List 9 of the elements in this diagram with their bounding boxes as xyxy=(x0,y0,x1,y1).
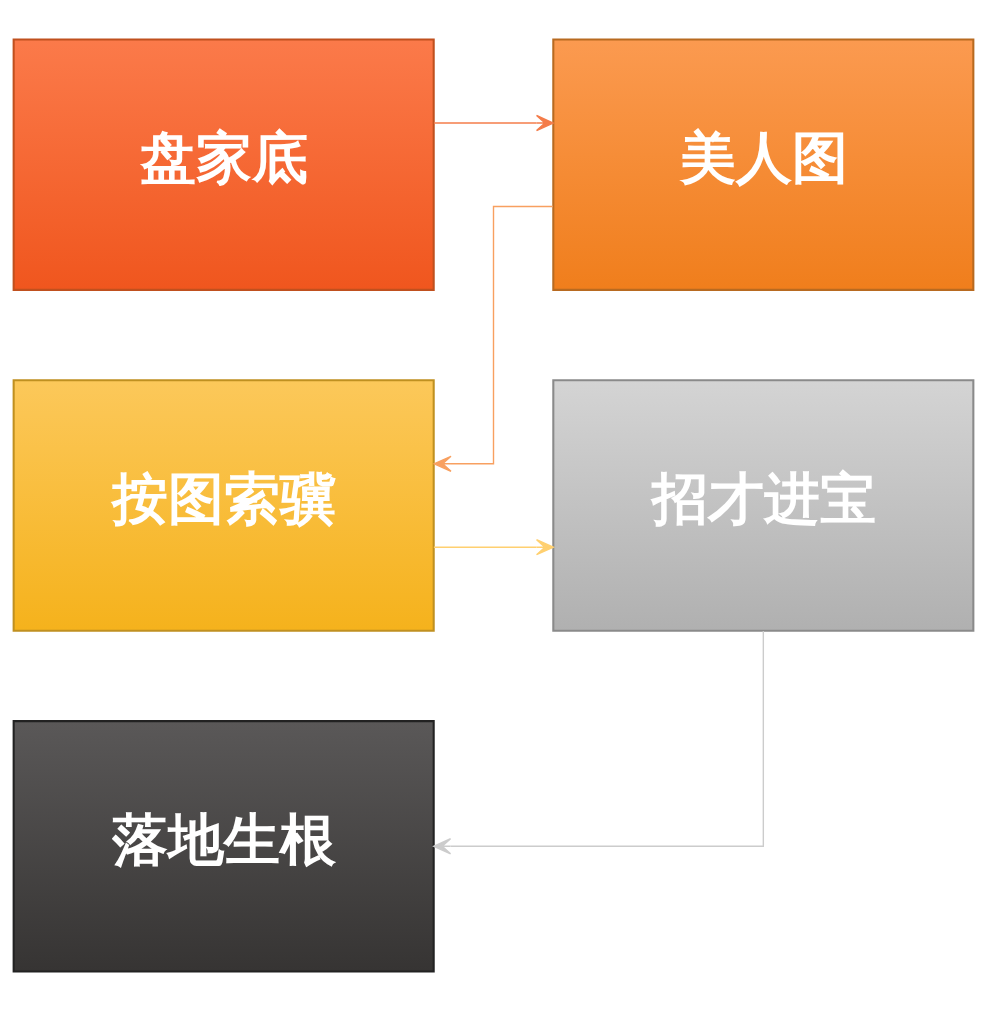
node-box: 美人图 xyxy=(552,38,975,291)
arrow xyxy=(433,538,554,555)
node-box: 按图索骥 xyxy=(12,378,435,632)
arrow xyxy=(433,114,554,131)
arrow xyxy=(433,629,765,854)
arrow xyxy=(433,205,554,472)
node-box: 招才进宝 xyxy=(552,378,975,632)
node-box: 落地生根 xyxy=(12,719,435,972)
node-box: 盘家底 xyxy=(12,38,435,291)
